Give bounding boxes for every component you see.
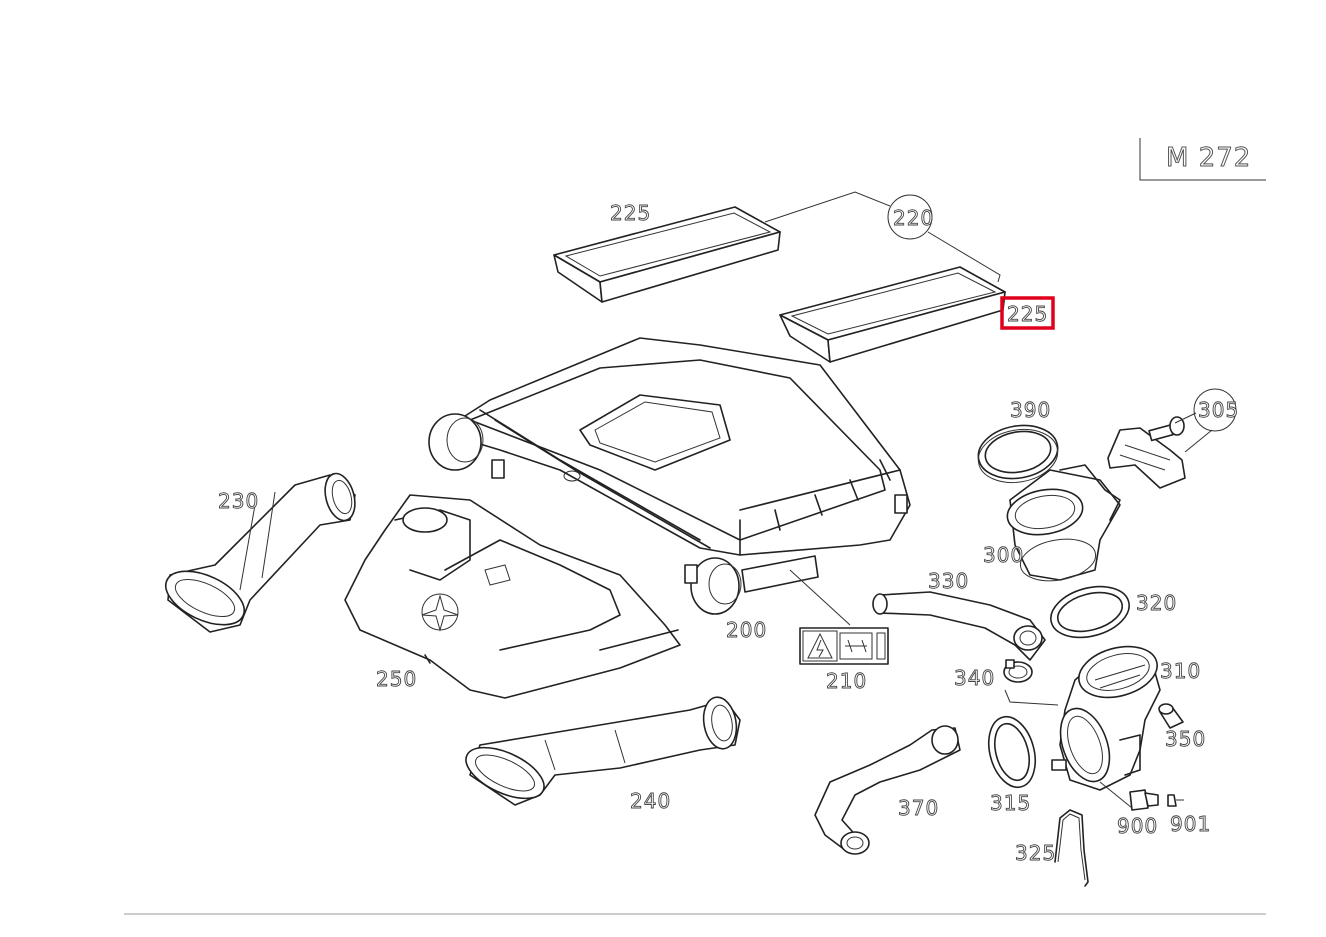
label-225-highlighted[interactable]: 225 [1007, 302, 1048, 327]
label-900[interactable]: 900 [1117, 814, 1158, 839]
label-310[interactable]: 310 [1160, 659, 1201, 684]
intake-duct-230[interactable] [158, 470, 360, 635]
air-mass-meter-300[interactable] [1004, 464, 1121, 586]
screw-901[interactable] [1167, 794, 1184, 807]
label-250[interactable]: 250 [376, 667, 417, 692]
sealing-ring-315[interactable] [981, 712, 1042, 793]
label-320[interactable]: 320 [1136, 591, 1177, 616]
label-901[interactable]: 901 [1170, 812, 1211, 837]
label-300[interactable]: 300 [983, 543, 1024, 568]
housing-310[interactable] [1051, 638, 1163, 791]
sealing-ring-320[interactable] [1045, 578, 1135, 645]
label-240[interactable]: 240 [630, 789, 671, 814]
gasket-325[interactable] [1054, 809, 1089, 887]
label-330[interactable]: 330 [928, 569, 969, 594]
label-230[interactable]: 230 [218, 489, 259, 514]
hose-330[interactable] [872, 591, 1046, 661]
warning-label-210[interactable] [799, 627, 889, 665]
label-305[interactable]: 305 [1198, 398, 1239, 423]
callout-circle-305 [1193, 388, 1237, 432]
label-200[interactable]: 200 [726, 618, 767, 643]
bracket-305[interactable] [1107, 416, 1186, 489]
engine-cover-250[interactable] [344, 494, 681, 699]
label-325[interactable]: 325 [1015, 841, 1056, 866]
hose-370[interactable] [814, 725, 961, 855]
sensor-900[interactable] [1129, 789, 1159, 811]
label-315[interactable]: 315 [990, 791, 1031, 816]
label-390[interactable]: 390 [1010, 398, 1051, 423]
intake-duct-240[interactable] [458, 695, 741, 809]
label-340[interactable]: 340 [954, 666, 995, 691]
plug-350[interactable] [1158, 703, 1184, 729]
air-filter-225-bottom[interactable] [779, 266, 1006, 363]
clamp-340[interactable] [1003, 659, 1033, 683]
callout-circle-220 [887, 194, 933, 240]
air-filter-housing-200[interactable] [428, 337, 911, 615]
label-370[interactable]: 370 [898, 796, 939, 821]
label-225-top[interactable]: 225 [610, 201, 651, 226]
label-350[interactable]: 350 [1165, 727, 1206, 752]
label-220[interactable]: 220 [893, 206, 934, 231]
model-label: M 272 [1166, 143, 1251, 173]
sealing-ring-390[interactable] [974, 419, 1062, 488]
model-box: M 272 [1139, 138, 1266, 181]
air-filter-225-top[interactable] [553, 206, 781, 303]
label-210[interactable]: 210 [826, 669, 867, 694]
highlight-box [1000, 296, 1055, 330]
